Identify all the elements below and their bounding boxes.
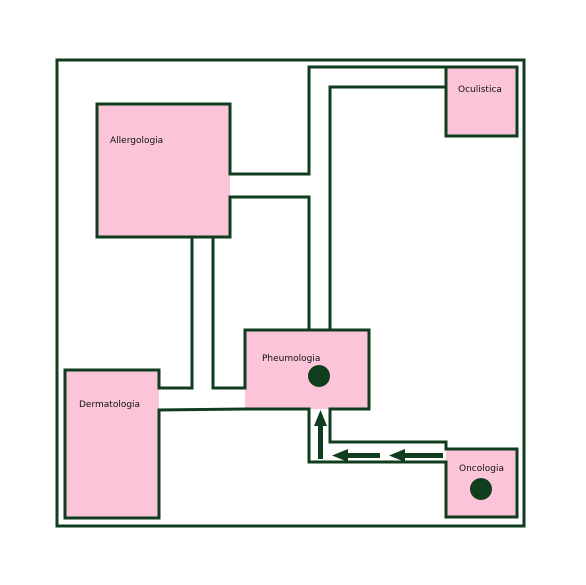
arrow-left-icon xyxy=(332,449,348,462)
destination-marker-icon xyxy=(470,478,492,500)
arrow-left-icon xyxy=(389,449,405,462)
room-pneumologia[interactable] xyxy=(245,330,369,409)
room-allergologia[interactable] xyxy=(97,104,230,237)
label-pneumologia: Pheumologia xyxy=(262,354,320,364)
label-oncologia: Oncologia xyxy=(459,464,504,474)
room-dermatologia[interactable] xyxy=(65,370,159,518)
room-oculistica[interactable] xyxy=(446,68,517,136)
label-allergologia: Allergologia xyxy=(110,136,163,146)
arrow-up-icon xyxy=(314,410,327,426)
building-outline xyxy=(55,58,526,528)
label-oculistica: Oculistica xyxy=(458,85,502,95)
arrow-shaft-2 xyxy=(405,453,443,458)
arrow-shaft-1 xyxy=(348,453,380,458)
arrow-shaft-3 xyxy=(318,425,323,459)
location-marker-icon xyxy=(308,365,330,387)
route-arrows xyxy=(314,410,443,462)
label-dermatologia: Dermatologia xyxy=(79,400,140,410)
corridor-walls xyxy=(63,65,519,520)
